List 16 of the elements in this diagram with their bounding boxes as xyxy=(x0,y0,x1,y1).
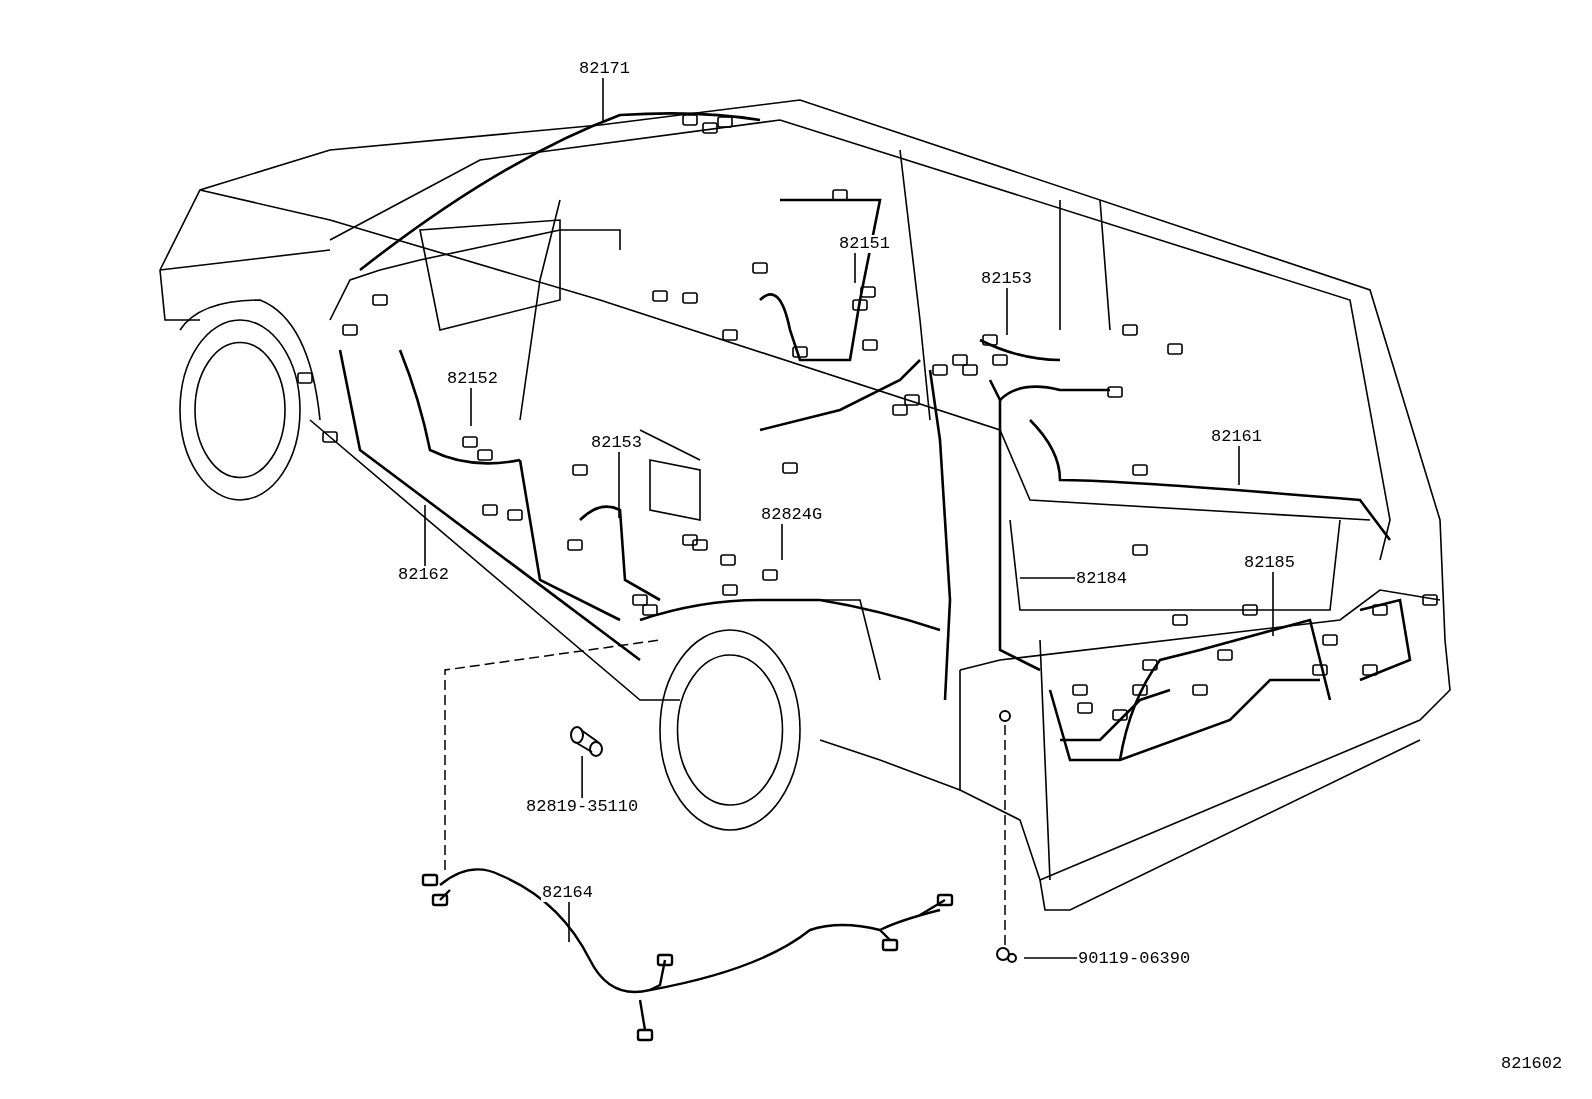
leader-line xyxy=(618,451,620,519)
leader-line xyxy=(602,77,604,123)
bolt-icon xyxy=(570,726,603,757)
leader-line xyxy=(854,252,856,284)
leader-line xyxy=(424,504,426,567)
leader-line xyxy=(470,387,472,427)
callout-number: 82151 xyxy=(838,235,891,253)
leader-line xyxy=(781,523,783,561)
leader-line xyxy=(568,901,570,943)
leader-line xyxy=(1006,287,1008,336)
leader-line xyxy=(1272,571,1274,637)
leader-line xyxy=(1023,957,1078,959)
leader-line xyxy=(1238,445,1240,486)
callout-number: 82164 xyxy=(541,884,594,902)
leader-line xyxy=(581,755,583,799)
leader-line xyxy=(1019,577,1076,579)
